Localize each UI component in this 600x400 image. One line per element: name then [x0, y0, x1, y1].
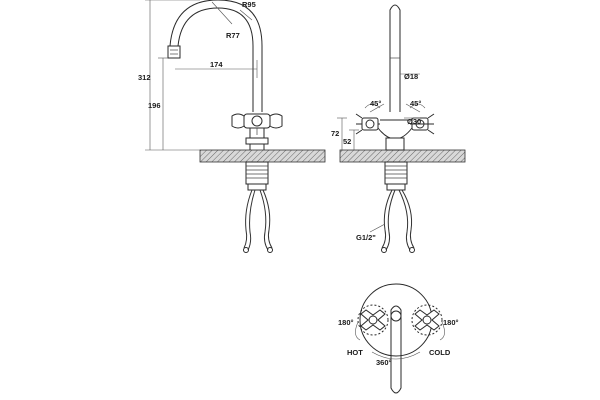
handle-front-left — [355, 113, 380, 135]
spout-tip — [167, 45, 181, 59]
dim-d30: Ø30 — [407, 117, 421, 126]
label-hot: HOT — [347, 348, 363, 357]
label-cold: COLD — [429, 348, 451, 357]
mixer-body-front — [377, 127, 413, 140]
hose-side-right — [259, 189, 269, 251]
spout-gooseneck — [177, 7, 254, 112]
dim-angle-right: 45° — [410, 99, 421, 108]
spout-top — [390, 305, 402, 394]
handle-side — [231, 113, 283, 135]
threaded-shank-front — [384, 161, 408, 191]
handle-top-hot — [357, 304, 389, 336]
countertop-front — [339, 149, 466, 163]
dim-thread: G1/2" — [356, 233, 376, 242]
side-view: R95 R77 174 312 196 — [138, 0, 326, 253]
dim-174: 174 — [210, 60, 223, 69]
dim-52: 52 — [343, 137, 351, 146]
threaded-shank-side — [245, 161, 269, 191]
spout-front — [389, 4, 401, 112]
countertop-side — [199, 149, 326, 163]
hose-front-left — [381, 189, 393, 249]
dim-d18: Ø18 — [404, 72, 418, 81]
top-view: 180° 180° HOT COLD 360° — [338, 283, 459, 394]
hose-side-left — [243, 189, 253, 249]
dim-r77: R77 — [226, 31, 240, 40]
handle-top-cold — [411, 304, 443, 336]
front-view: Ø18 45° 45° Ø30 72 52 G1/2" — [331, 4, 466, 253]
dim-rot-left: 180° — [338, 318, 354, 327]
handle-front-right — [410, 113, 435, 135]
dim-312: 312 — [138, 73, 151, 82]
dim-196: 196 — [148, 101, 161, 110]
dim-swivel: 360° — [376, 358, 392, 367]
dim-72: 72 — [331, 129, 339, 138]
hose-front-right — [398, 189, 411, 251]
dim-rot-right: 180° — [443, 318, 459, 327]
dim-angle-left: 45° — [370, 99, 381, 108]
dim-r95: R95 — [242, 0, 256, 9]
